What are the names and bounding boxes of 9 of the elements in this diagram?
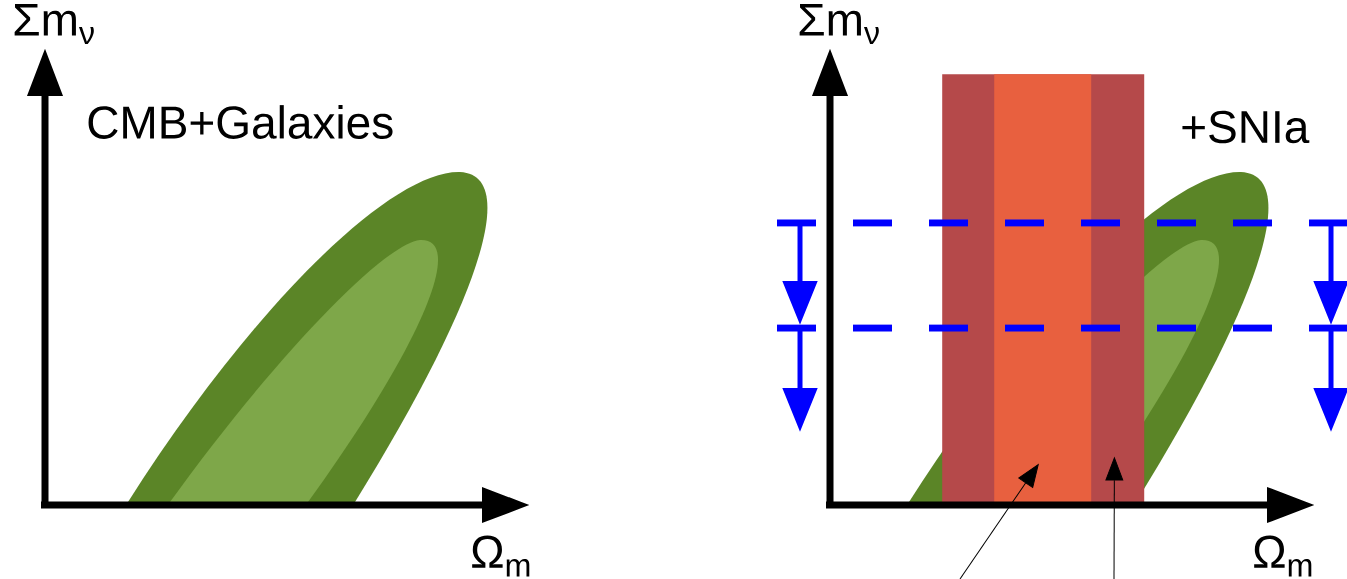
axis-label: Ω$_{m}$ — [1254, 535, 1312, 577]
axis-label: Ω$_{m}$ — [472, 535, 530, 577]
leader-line — [1105, 457, 1124, 579]
axis-label: +SNIa — [1182, 110, 1310, 144]
leader-line — [959, 464, 1039, 579]
axis-label: Σm$_{ν}$ — [14, 3, 94, 45]
band — [994, 74, 1092, 503]
axis-label: Σm$_{ν}$ — [799, 3, 879, 45]
axis-label: CMB+Galaxies — [88, 105, 393, 139]
